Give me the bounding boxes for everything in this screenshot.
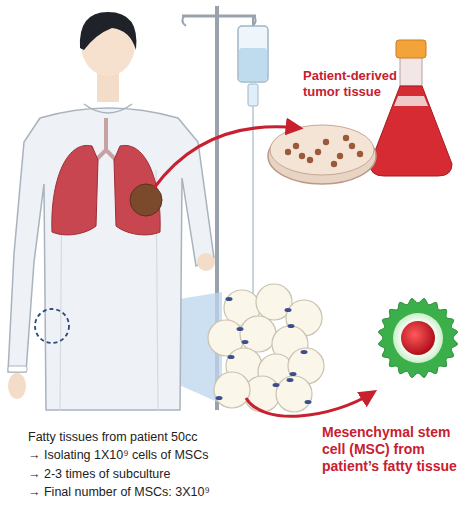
- cell-nucleus: [273, 383, 280, 387]
- collar: [84, 104, 132, 113]
- left-lung: [52, 145, 98, 234]
- msc-cell: [378, 298, 457, 377]
- specimen-label: Patient-derived tumor tissue: [303, 68, 421, 100]
- lungs: [52, 118, 162, 235]
- cultured-cell: [331, 161, 337, 167]
- bag-hanger: [252, 16, 254, 26]
- bag-fluid: [239, 48, 267, 81]
- msc-outline: [378, 298, 457, 377]
- cell-nucleus: [242, 340, 249, 344]
- sample-site: [35, 309, 69, 343]
- flask-body: [370, 86, 452, 176]
- petri-dish: [268, 125, 376, 184]
- trachea: [94, 118, 118, 162]
- process-step: → Final number of MSCs: 3X10⁹: [28, 485, 268, 500]
- flow-arrow: [246, 392, 374, 416]
- cell-nucleus: [288, 324, 295, 328]
- cultured-cell: [337, 153, 343, 159]
- iv-tube: [252, 106, 254, 300]
- cell-nucleus: [287, 378, 294, 382]
- flow-arrow: [154, 127, 300, 188]
- pole-hook: [182, 16, 255, 26]
- dish-cells: [285, 135, 363, 167]
- hand: [8, 373, 26, 399]
- cultured-cell: [357, 151, 363, 157]
- cell-label: Mesenchymal stem cell (MSC) from patient…: [322, 424, 462, 475]
- cell-nucleus: [228, 355, 235, 359]
- hair: [80, 12, 137, 50]
- flask-neck: [400, 56, 422, 86]
- drip-chamber: [248, 84, 258, 106]
- process-step: → 2-3 times of subculture: [28, 467, 268, 482]
- cultured-cell: [343, 135, 349, 141]
- process-step: → Isolating 1X10⁹ cells of MSCs: [28, 448, 268, 463]
- cell-nucleus: [305, 400, 312, 404]
- msc-nucleus: [401, 321, 435, 355]
- fat-cell: [214, 372, 250, 408]
- msc-cytoplasm: [393, 313, 443, 363]
- cell-nucleus: [237, 327, 244, 331]
- cell-nucleus: [216, 396, 223, 400]
- iv-bag: [238, 26, 268, 300]
- flask-top: [394, 96, 428, 106]
- cell-nucleus: [301, 350, 308, 354]
- gown: [8, 108, 214, 410]
- cultured-cell: [293, 143, 299, 149]
- fat-cells: [208, 284, 324, 412]
- cultured-cell: [349, 143, 355, 149]
- patient: [8, 12, 215, 410]
- flask: [370, 40, 452, 176]
- fat-cell: [240, 316, 276, 352]
- hand: [197, 253, 215, 271]
- bag: [238, 26, 268, 82]
- cultured-cell: [299, 153, 305, 159]
- process-step: Fatty tissues from patient 50cc: [28, 430, 268, 445]
- flask-cap: [396, 40, 426, 58]
- cultured-cell: [315, 149, 321, 155]
- cultured-cell: [285, 149, 291, 155]
- cultured-cell: [323, 139, 329, 145]
- cultured-cell: [307, 157, 313, 163]
- fat-cell: [276, 376, 312, 412]
- cell-nucleus: [290, 372, 297, 376]
- cell-nucleus: [226, 297, 233, 301]
- wristband: [8, 366, 27, 372]
- cell-nucleus: [285, 308, 292, 312]
- pole-bar: [182, 15, 256, 18]
- dish-rim: [270, 125, 374, 175]
- tumor: [130, 184, 162, 216]
